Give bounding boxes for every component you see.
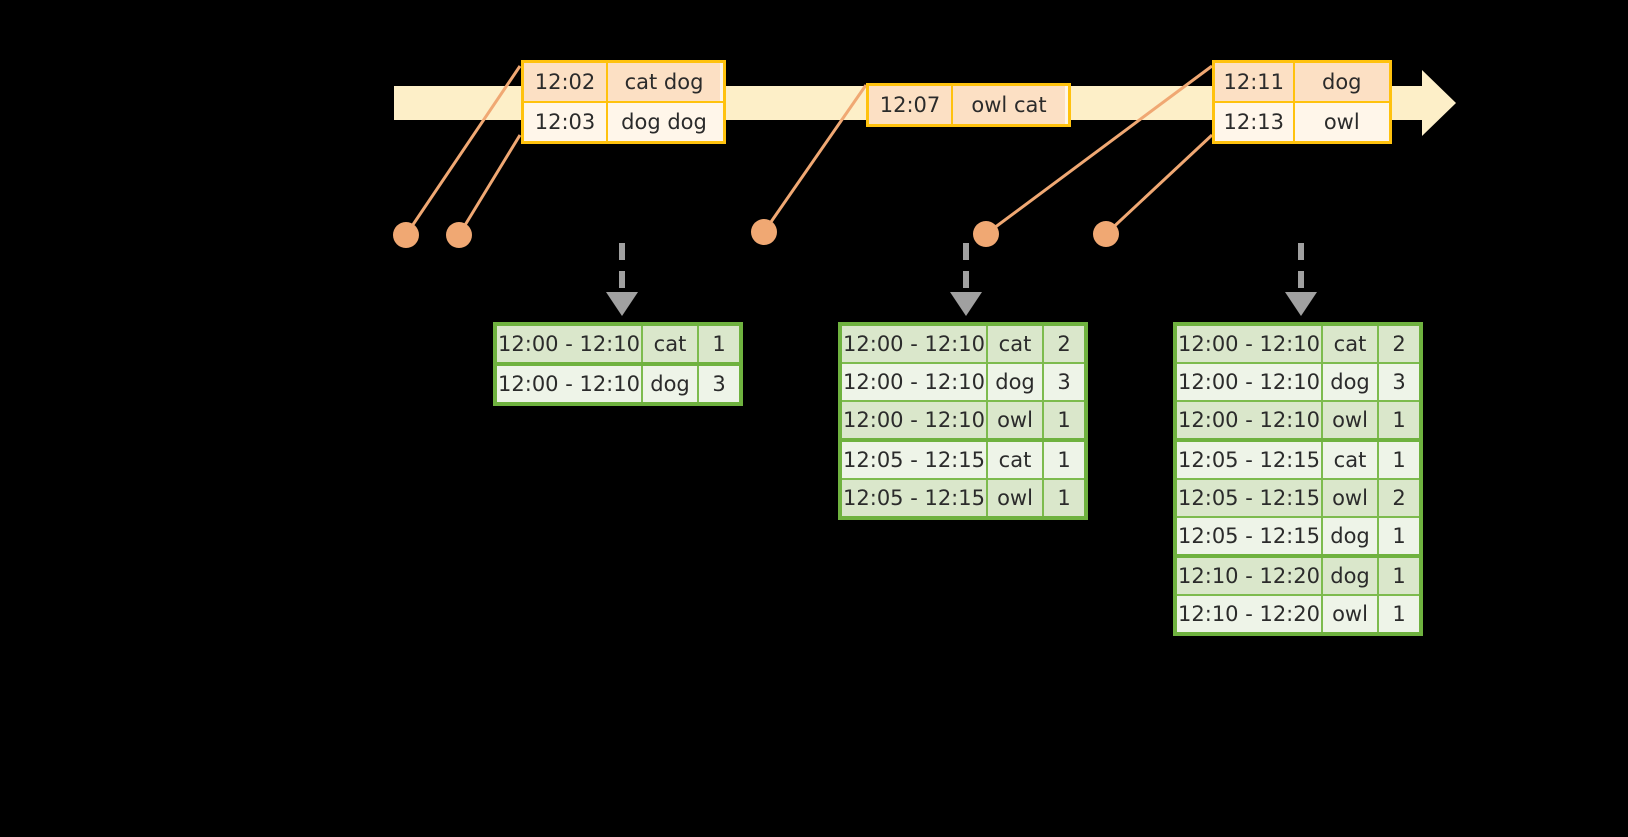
window-cell: 12:10 - 12:20	[1177, 558, 1323, 594]
connector-line-2	[457, 134, 522, 236]
event-row[interactable]: 12:03 dog dog	[524, 101, 723, 141]
count-cell: 1	[1044, 442, 1084, 478]
table-row[interactable]: 12:05 - 12:15 dog 1	[1177, 516, 1419, 554]
event-row[interactable]: 12:02 cat dog	[524, 63, 723, 101]
window-cell: 12:00 - 12:10	[1177, 364, 1323, 400]
count-cell: 1	[1379, 596, 1419, 632]
event-time: 12:11	[1215, 63, 1295, 101]
window-cell: 12:00 - 12:10	[497, 366, 643, 402]
word-cell: owl	[1323, 402, 1379, 438]
count-cell: 1	[1379, 518, 1419, 554]
event-group-1[interactable]: 12:02 cat dog 12:03 dog dog	[521, 60, 726, 144]
count-cell: 1	[1379, 558, 1419, 594]
count-cell: 1	[1044, 480, 1084, 516]
count-cell: 2	[1379, 480, 1419, 516]
emit-arrows	[619, 243, 1304, 295]
emit-arrowhead-1	[606, 292, 638, 316]
count-cell: 1	[699, 326, 739, 362]
table-row[interactable]: 12:00 - 12:10 owl 1	[1177, 400, 1419, 438]
table-row[interactable]: 12:00 - 12:10 cat 2	[1177, 326, 1419, 362]
count-cell: 1	[1379, 442, 1419, 478]
trigger-dot-3	[751, 219, 777, 245]
word-cell: owl	[988, 402, 1044, 438]
event-words: dog	[1294, 63, 1389, 101]
trigger-dot-2	[446, 222, 472, 248]
connector-line-5	[1104, 133, 1214, 236]
trigger-dots	[393, 219, 1119, 248]
word-cell: cat	[1323, 442, 1379, 478]
word-cell: owl	[1323, 480, 1379, 516]
word-cell: dog	[1323, 518, 1379, 554]
count-cell: 2	[1379, 326, 1419, 362]
window-cell: 12:00 - 12:10	[842, 364, 988, 400]
event-words: dog dog	[608, 103, 720, 141]
window-cell: 12:00 - 12:10	[1177, 402, 1323, 438]
table-row[interactable]: 12:00 - 12:10 cat 1	[497, 326, 739, 362]
window-cell: 12:05 - 12:15	[1177, 518, 1323, 554]
table-row[interactable]: 12:00 - 12:10 dog 3	[842, 362, 1084, 400]
count-cell: 2	[1044, 326, 1084, 362]
word-cell: dog	[1323, 558, 1379, 594]
window-cell: 12:00 - 12:10	[842, 326, 988, 362]
word-cell: owl	[988, 480, 1044, 516]
count-cell: 1	[1044, 402, 1084, 438]
result-table-1[interactable]: 12:00 - 12:10 cat 1 12:00 - 12:10 dog 3	[493, 322, 743, 406]
connector-line-3	[762, 84, 868, 233]
word-cell: cat	[1323, 326, 1379, 362]
table-row[interactable]: 12:10 - 12:20 dog 1	[1177, 554, 1419, 594]
table-row[interactable]: 12:05 - 12:15 owl 2	[1177, 478, 1419, 516]
event-row[interactable]: 12:07 owl cat	[869, 86, 1068, 124]
result-table-3[interactable]: 12:00 - 12:10 cat 2 12:00 - 12:10 dog 3 …	[1173, 322, 1423, 636]
table-row[interactable]: 12:00 - 12:10 dog 3	[1177, 362, 1419, 400]
word-cell: cat	[988, 442, 1044, 478]
window-cell: 12:05 - 12:15	[842, 442, 988, 478]
event-group-2[interactable]: 12:07 owl cat	[866, 83, 1071, 127]
event-words: cat dog	[608, 63, 720, 101]
trigger-dot-5	[1093, 221, 1119, 247]
timeline-arrowhead	[1422, 70, 1456, 136]
emit-arrowheads	[606, 292, 1317, 316]
table-row[interactable]: 12:05 - 12:15 cat 1	[842, 438, 1084, 478]
count-cell: 3	[1379, 364, 1419, 400]
count-cell: 3	[699, 366, 739, 402]
connector-line-1	[404, 65, 522, 236]
word-cell: cat	[643, 326, 699, 362]
table-row[interactable]: 12:10 - 12:20 owl 1	[1177, 594, 1419, 632]
word-cell: dog	[643, 366, 699, 402]
word-cell: dog	[1323, 364, 1379, 400]
window-cell: 12:05 - 12:15	[842, 480, 988, 516]
event-time: 12:13	[1215, 103, 1295, 141]
word-cell: owl	[1323, 596, 1379, 632]
event-row[interactable]: 12:11 dog	[1215, 63, 1389, 101]
word-cell: cat	[988, 326, 1044, 362]
table-row[interactable]: 12:00 - 12:10 dog 3	[497, 362, 739, 402]
word-cell: dog	[988, 364, 1044, 400]
window-cell: 12:05 - 12:15	[1177, 480, 1323, 516]
event-time: 12:02	[524, 63, 608, 101]
window-cell: 12:05 - 12:15	[1177, 442, 1323, 478]
event-time: 12:07	[869, 86, 953, 124]
event-words: owl	[1294, 103, 1389, 141]
emit-arrowhead-3	[1285, 292, 1317, 316]
window-cell: 12:10 - 12:20	[1177, 596, 1323, 632]
event-words: owl cat	[953, 86, 1065, 124]
trigger-dot-1	[393, 222, 419, 248]
trigger-dot-4	[973, 221, 999, 247]
table-row[interactable]: 12:00 - 12:10 owl 1	[842, 400, 1084, 438]
table-row[interactable]: 12:00 - 12:10 cat 2	[842, 326, 1084, 362]
count-cell: 3	[1044, 364, 1084, 400]
emit-arrowhead-2	[950, 292, 982, 316]
window-cell: 12:00 - 12:10	[842, 402, 988, 438]
table-row[interactable]: 12:05 - 12:15 cat 1	[1177, 438, 1419, 478]
window-cell: 12:00 - 12:10	[1177, 326, 1323, 362]
count-cell: 1	[1379, 402, 1419, 438]
event-time: 12:03	[524, 103, 608, 141]
result-table-2[interactable]: 12:00 - 12:10 cat 2 12:00 - 12:10 dog 3 …	[838, 322, 1088, 520]
event-row[interactable]: 12:13 owl	[1215, 101, 1389, 141]
window-cell: 12:00 - 12:10	[497, 326, 643, 362]
table-row[interactable]: 12:05 - 12:15 owl 1	[842, 478, 1084, 516]
event-group-3[interactable]: 12:11 dog 12:13 owl	[1212, 60, 1392, 144]
